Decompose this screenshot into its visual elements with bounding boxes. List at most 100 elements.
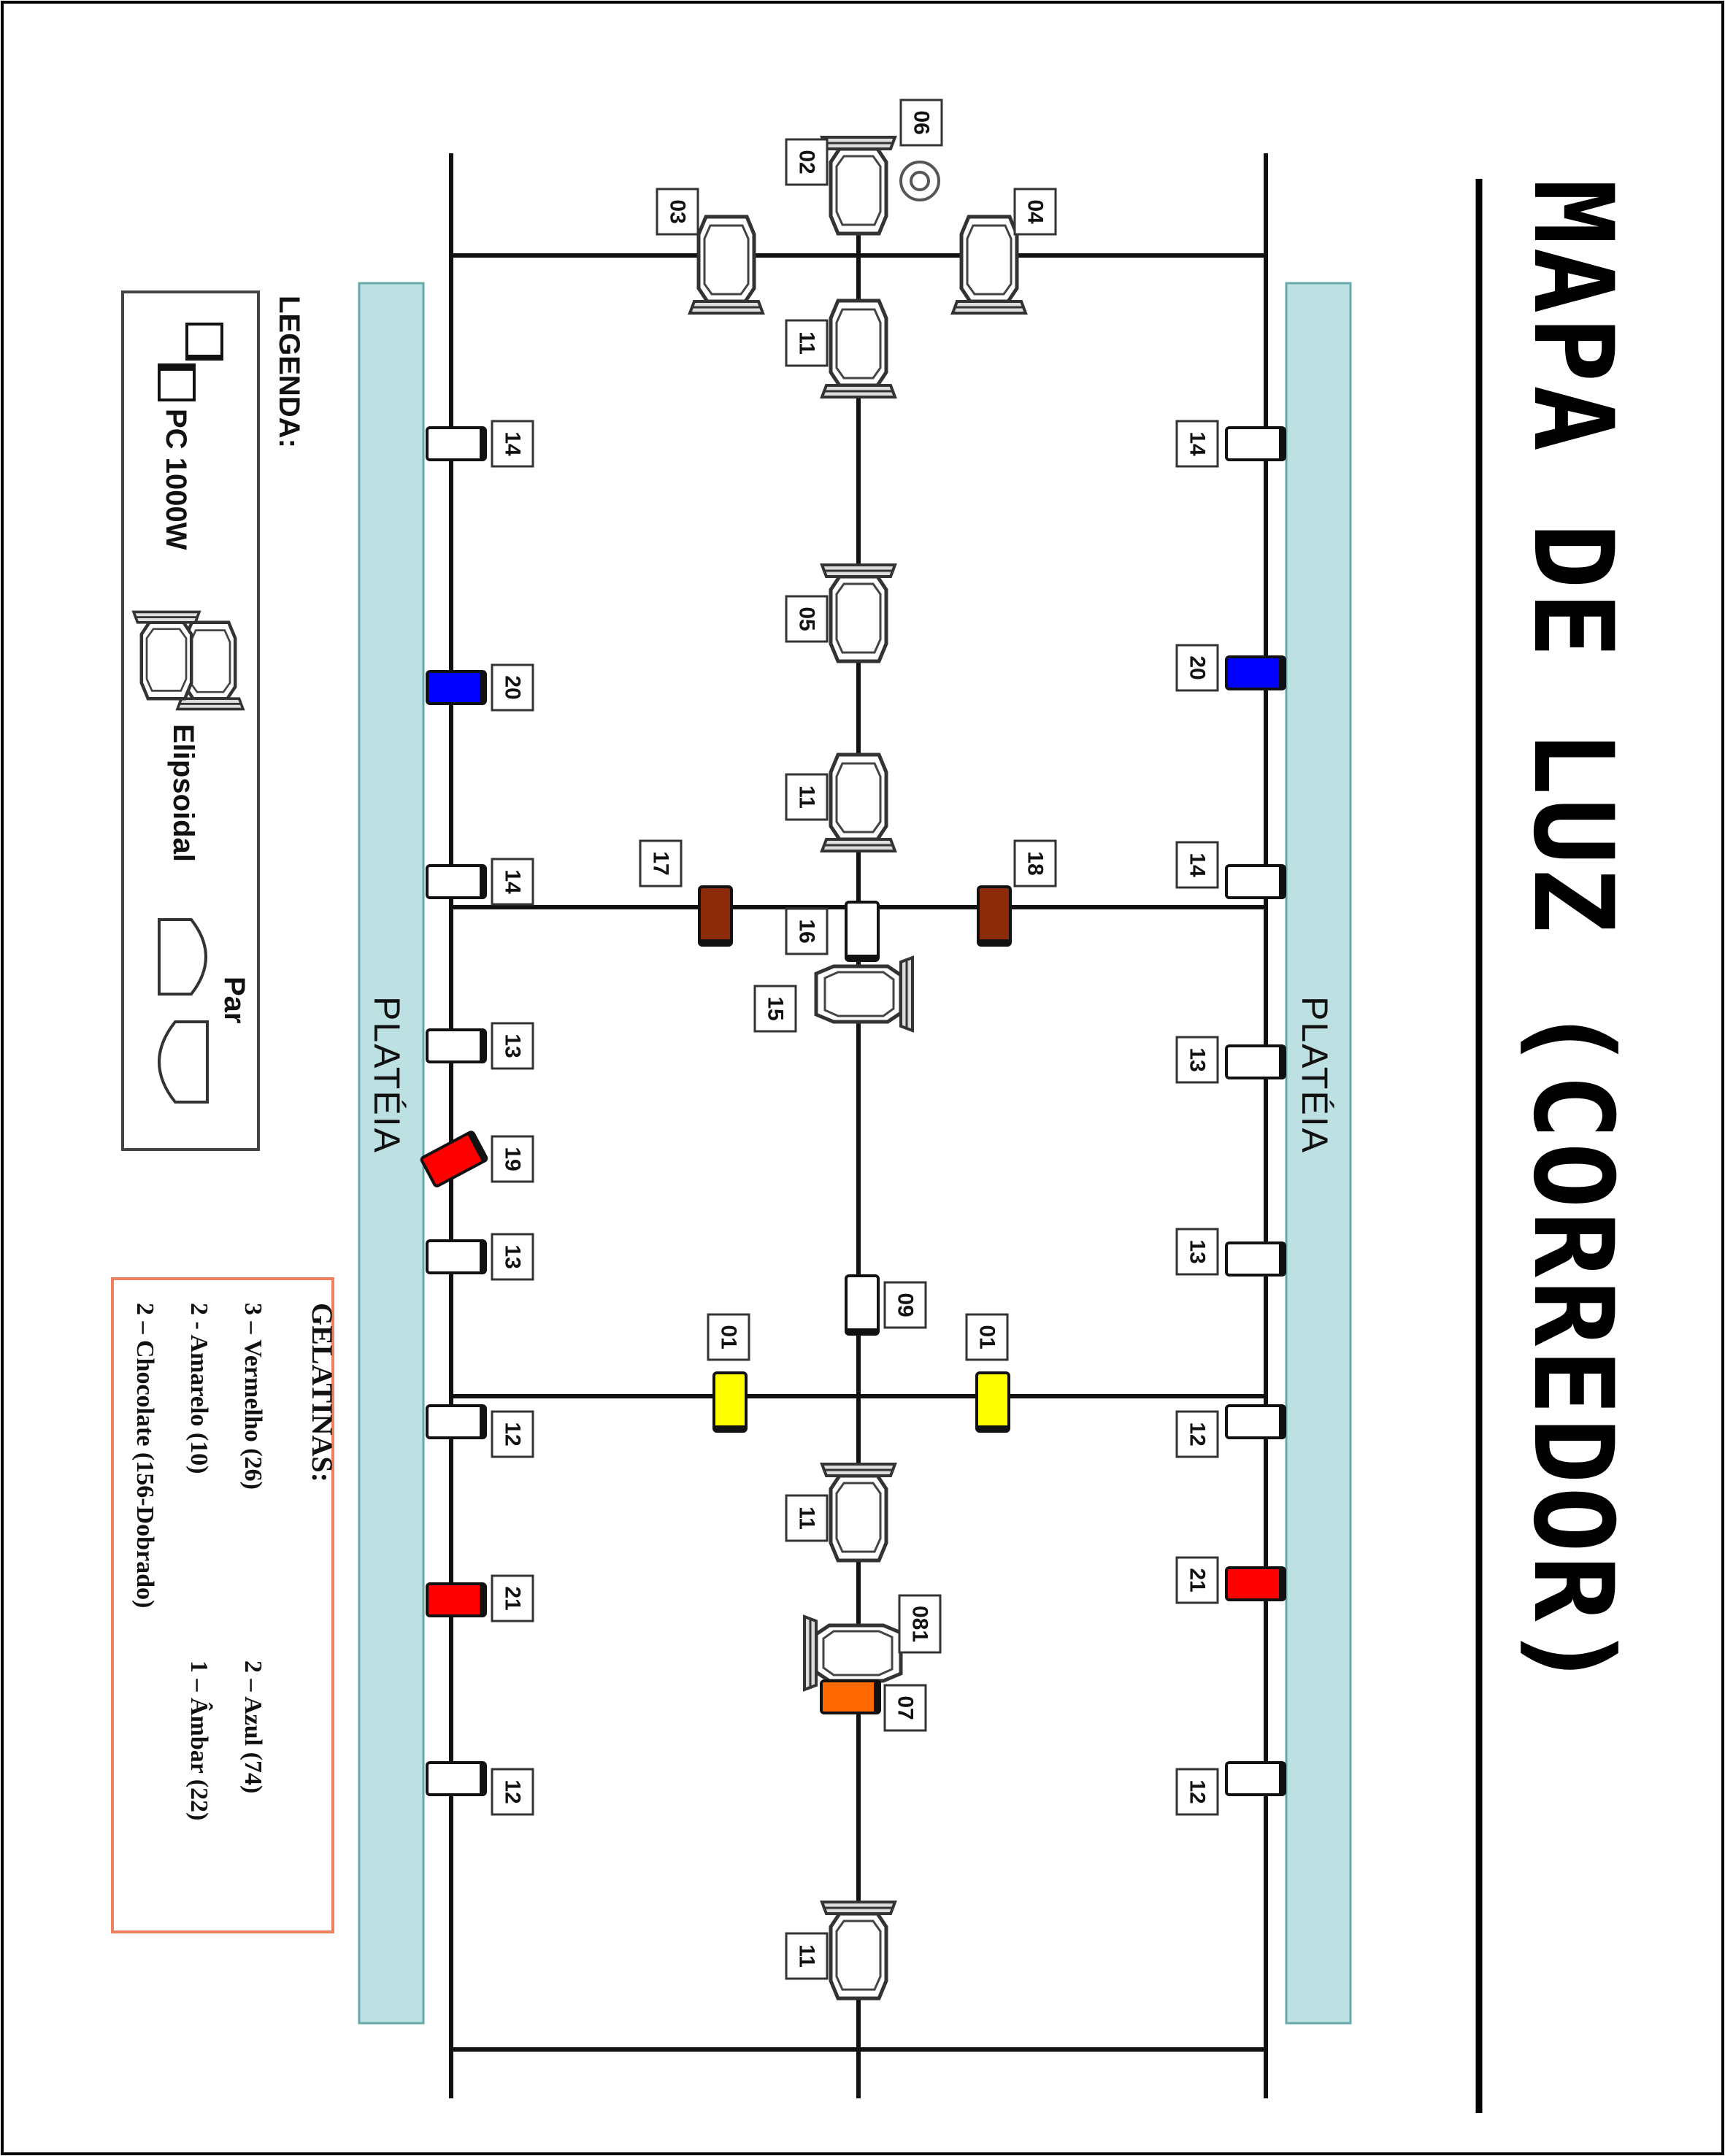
fixture-pc: 17 bbox=[639, 839, 733, 947]
fixture-ellipsoidal: 11 bbox=[785, 755, 895, 851]
fixture-pc: 19 bbox=[420, 1131, 534, 1187]
fixture-pc: 12 bbox=[426, 1404, 534, 1458]
fixture-label: 04 bbox=[1013, 188, 1057, 236]
fixture-label: 21 bbox=[491, 1574, 534, 1622]
gel-item-ambar: 1 – Âmbar (22) bbox=[185, 1660, 213, 1820]
fixture-ellipsoidal: 11 bbox=[785, 1902, 895, 1998]
fixture-number: 12 bbox=[501, 1422, 525, 1446]
fixture-number: 14 bbox=[1186, 852, 1210, 877]
fixture-label: 14 bbox=[491, 858, 534, 906]
fixture-label: 12 bbox=[491, 1768, 534, 1816]
fixture-circle: 06 bbox=[899, 99, 943, 201]
legend-pc-label: PC 1000W bbox=[160, 409, 192, 550]
fixture-number: 19 bbox=[501, 1147, 525, 1171]
fixture-label: 11 bbox=[785, 1494, 829, 1542]
fixture-ellipsoidal: 11 bbox=[785, 1464, 895, 1560]
fixture-pc: 14 bbox=[426, 858, 534, 906]
fixture-number: 21 bbox=[501, 1586, 525, 1610]
fixture-label: 21 bbox=[1175, 1556, 1219, 1604]
legend-pc-icon bbox=[158, 323, 223, 401]
legend-par-icon bbox=[158, 918, 209, 1104]
fixture-label: 13 bbox=[491, 1022, 534, 1070]
fixture-pc: 13 bbox=[426, 1233, 534, 1281]
fixture-label: 11 bbox=[785, 319, 829, 367]
legend-box: LEGENDA: PC 1000W Elipsoidal Par bbox=[121, 290, 305, 1151]
fixture-number: 15 bbox=[764, 996, 788, 1020]
fixture-pc: 13 bbox=[426, 1022, 534, 1070]
fixture-label: 12 bbox=[1175, 1410, 1219, 1458]
fixture-label: 11 bbox=[785, 773, 829, 821]
fixture-pc: 21 bbox=[426, 1574, 534, 1622]
fixture-number: 14 bbox=[501, 869, 525, 894]
fixture-number: 07 bbox=[894, 1695, 918, 1720]
fixture-number: 20 bbox=[1186, 655, 1210, 679]
fixture-number: 13 bbox=[1186, 1239, 1210, 1263]
fixture-pc: 13 bbox=[1175, 1228, 1286, 1277]
fixture-pc: 01 bbox=[965, 1313, 1010, 1433]
fixture-pc: 14 bbox=[1175, 841, 1286, 899]
fixture-number: 13 bbox=[501, 1033, 525, 1058]
fixture-ellipsoidal: 02 bbox=[785, 137, 895, 234]
gel-item-azul: 2 – Azul (74) bbox=[239, 1660, 266, 1793]
fixture-number: 09 bbox=[894, 1293, 918, 1317]
fixture-label: 12 bbox=[491, 1410, 534, 1458]
fixture-pc: 14 bbox=[1175, 420, 1286, 468]
fixture-pc: 16 bbox=[785, 901, 880, 962]
fixture-ellipsoidal: 03 bbox=[656, 188, 763, 313]
fixture-number: 21 bbox=[1186, 1568, 1210, 1592]
fixture-pc: 09 bbox=[845, 1274, 927, 1336]
stage-strip-right bbox=[1285, 282, 1352, 2025]
fixture-number: 04 bbox=[1023, 199, 1048, 224]
fixture-number: 11 bbox=[795, 1944, 819, 1968]
fixture-label: 02 bbox=[785, 138, 829, 186]
fixture-number: 01 bbox=[975, 1325, 999, 1349]
fixture-label: 20 bbox=[491, 663, 534, 712]
stage-strip-left bbox=[358, 282, 425, 2025]
fixture-pc: 12 bbox=[426, 1761, 534, 1816]
fixture-number: 01 bbox=[717, 1325, 741, 1349]
fixture-number: 18 bbox=[1023, 851, 1048, 875]
fixture-label: 03 bbox=[656, 188, 699, 236]
fixtures-layer: 06 02 03 04 11 05 11 16 17 18 15 09 01 01 11 081 07 11 14 2… bbox=[420, 99, 1286, 1998]
fixture-number: 11 bbox=[795, 1506, 819, 1530]
fixture-ellipsoidal: 11 bbox=[785, 301, 895, 397]
fixture-number: 081 bbox=[908, 1606, 932, 1642]
fixture-pc: 12 bbox=[1175, 1404, 1286, 1458]
fixture-label: 13 bbox=[1175, 1036, 1219, 1084]
fixture-label: 081 bbox=[898, 1594, 942, 1654]
gel-item-amarelo: 2 - Amarelo (10) bbox=[185, 1303, 212, 1474]
fixture-label: 11 bbox=[785, 1932, 829, 1980]
fixture-ellipsoidal: 04 bbox=[953, 188, 1057, 313]
legend-elipsoidal-label: Elipsoidal bbox=[167, 724, 199, 862]
legend-heading: LEGENDA: bbox=[273, 296, 305, 448]
plateia-label-right: PLATÉIA bbox=[1294, 996, 1335, 1154]
fixture-label: 09 bbox=[883, 1281, 927, 1329]
fixture-number: 02 bbox=[795, 150, 819, 174]
rigging-pipes bbox=[449, 153, 1268, 2098]
fixture-label: 13 bbox=[491, 1233, 534, 1281]
fixture-number: 12 bbox=[1186, 1779, 1210, 1803]
fixture-pc: 13 bbox=[1175, 1036, 1286, 1084]
fixture-number: 06 bbox=[910, 110, 934, 134]
fixture-ellipsoidal: 081 bbox=[804, 1594, 942, 1690]
fixture-ellipsoidal: 15 bbox=[753, 958, 913, 1033]
fixture-ellipsoidal: 05 bbox=[785, 565, 895, 661]
fixture-number: 17 bbox=[649, 851, 673, 875]
fixture-label: 01 bbox=[707, 1313, 750, 1361]
fixture-label: 19 bbox=[491, 1135, 534, 1183]
fixture-number: 05 bbox=[795, 607, 819, 631]
fixture-label: 12 bbox=[1175, 1768, 1219, 1816]
gel-item-vermelho: 3 – Vermelho (26) bbox=[239, 1303, 266, 1490]
fixture-label: 01 bbox=[965, 1313, 1009, 1361]
plateia-label-left: PLATÉIA bbox=[366, 996, 407, 1154]
fixture-label: 14 bbox=[1175, 841, 1219, 889]
gelatinas-heading: GELATINAS: bbox=[306, 1303, 339, 1482]
fixture-pc: 07 bbox=[820, 1679, 927, 1732]
fixture-number: 11 bbox=[795, 331, 819, 355]
fixture-pc: 20 bbox=[426, 663, 534, 712]
fixture-number: 13 bbox=[501, 1244, 525, 1268]
fixture-number: 20 bbox=[501, 675, 525, 699]
fixture-number: 03 bbox=[666, 199, 690, 223]
fixture-pc: 18 bbox=[977, 839, 1057, 947]
